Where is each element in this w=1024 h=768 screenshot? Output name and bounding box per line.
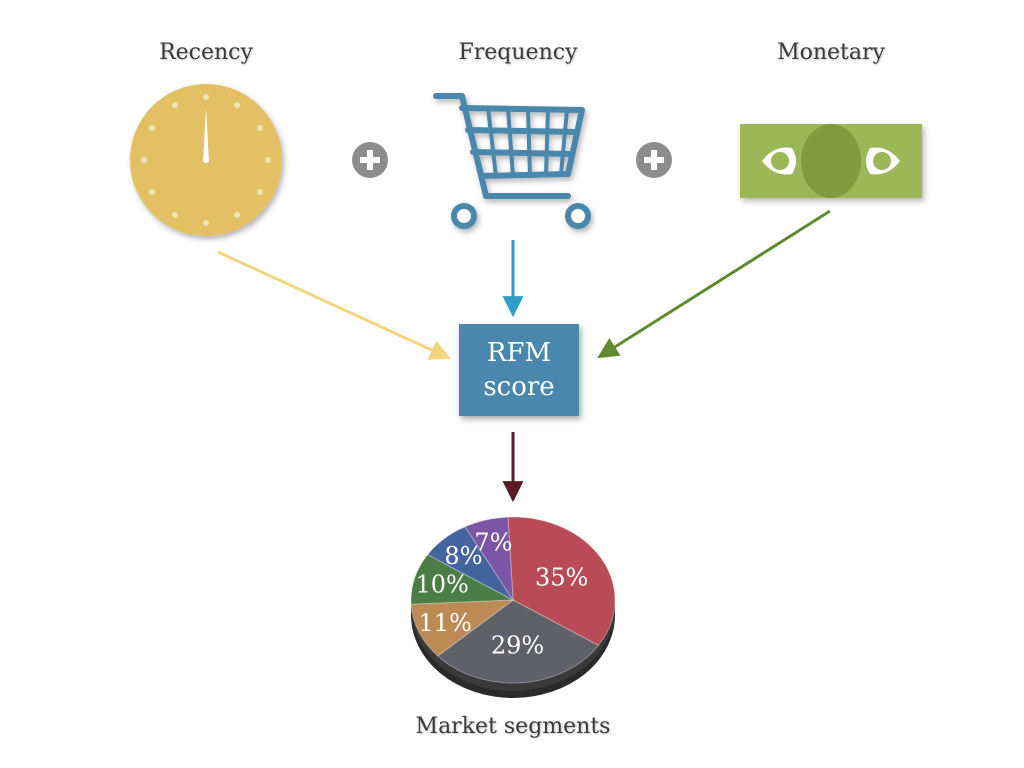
- recency-arrow: [217, 250, 451, 360]
- pie-slice: [410, 553, 515, 605]
- pie-slice-label: 35%: [535, 563, 588, 591]
- pie-slice: [436, 599, 600, 684]
- banknote-icon: [740, 124, 922, 198]
- rfm-score-line1: RFM: [486, 338, 552, 368]
- rfm-score-line2: score: [483, 372, 555, 402]
- chart-title: Market segments: [415, 714, 611, 739]
- pie-slice-label: 11%: [419, 609, 472, 637]
- monetary-label: Monetary: [777, 40, 885, 65]
- shopping-cart-icon: [433, 93, 591, 229]
- pie-slice: [507, 516, 616, 647]
- pie-slice: [464, 516, 514, 602]
- frequency-label: Frequency: [458, 40, 578, 65]
- pie-slice: [410, 599, 515, 657]
- monetary-arrow: [597, 209, 831, 359]
- pie-slice-label: 29%: [491, 632, 544, 660]
- pie-slice-label: 10%: [415, 570, 468, 598]
- market-segments-pie: 35% 29% 11% 10%8%7%: [410, 516, 616, 698]
- plus-icon: [636, 142, 672, 178]
- pie-slice-label: 8%: [444, 542, 482, 570]
- rfm-score-box: RFM score: [459, 324, 579, 416]
- recency-label: Recency: [159, 40, 253, 65]
- clock-icon: [130, 84, 282, 236]
- pie-slice: [426, 526, 514, 601]
- pie-slice-label: 7%: [474, 528, 512, 556]
- plus-icon: [352, 142, 388, 178]
